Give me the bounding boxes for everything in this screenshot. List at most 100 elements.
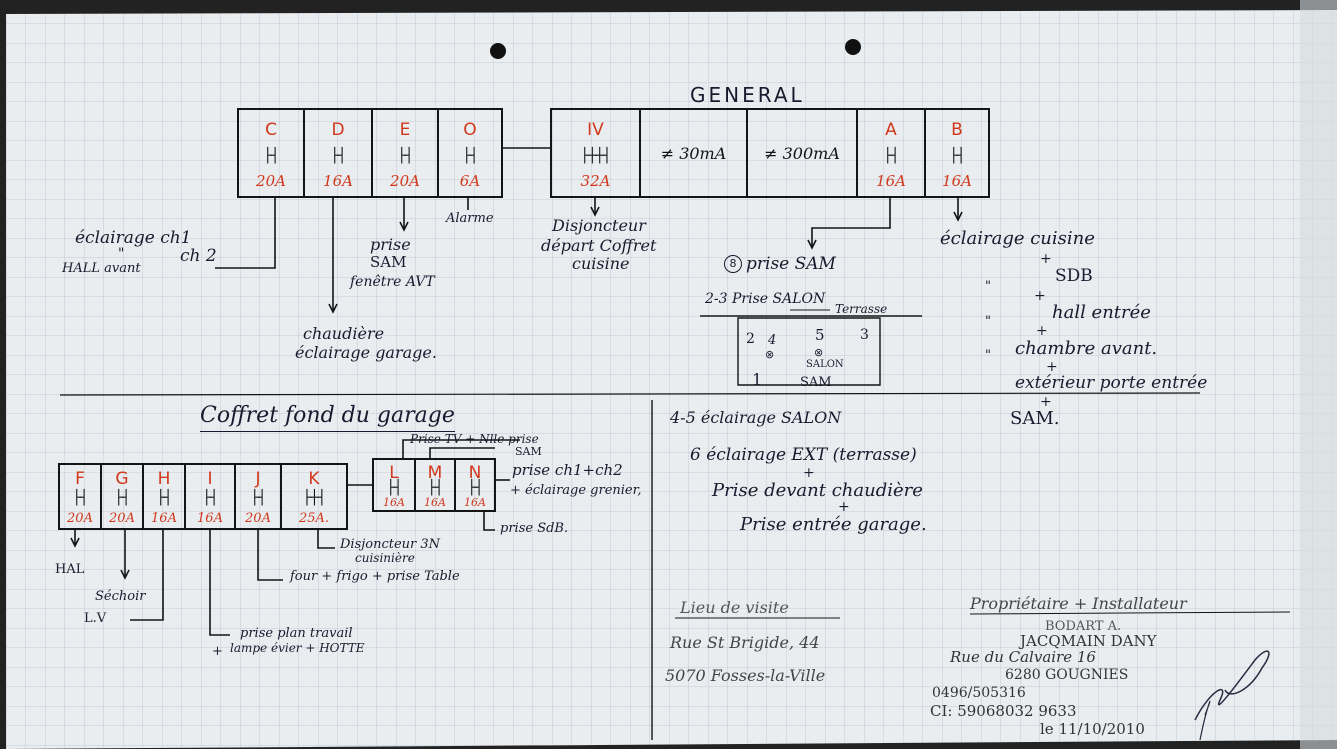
coffret-l-note-2: + éclairage grenier, [510,483,642,498]
breaker-letter: E [399,120,411,140]
note-c-ditto: " [118,246,125,262]
differential-30ma: ≠ 30mA [660,144,727,163]
coffret-i-plus: + [212,644,223,659]
breaker-amp: 20A [256,172,286,190]
breaker-amp: 20A [245,511,271,526]
general-cell-iv: IV ├┼┼┤ 32A [550,108,641,198]
salon-line-7: Prise devant chaudière [712,480,923,501]
differential-300ma: ≠ 300mA [764,144,840,163]
breaker-amp: 16A [323,172,353,190]
note-b-plus-2: + [1034,288,1046,304]
coffret-cell-f: F ├┤ 20A [58,463,102,530]
note-b-ditto-2: " [985,314,991,329]
coffret-n-note: prise SdB. [500,521,569,536]
salon-n5: 5 [815,326,825,344]
note-iv-1: Disjoncteur [552,216,646,235]
breaker-symbol: ├┤ [250,490,267,506]
breaker-symbol: ├┤ [883,148,900,164]
breaker-amp: 16A [424,496,446,509]
note-c-line2: ch 2 [180,246,217,266]
salon-room: SALON [806,359,844,370]
salon-label-23: 2-3 Prise SALON [705,291,826,307]
breaker-amp: 25A. [298,511,330,526]
salon-line-8: Prise entrée garage. [740,514,927,535]
note-iv-3: cuisine [572,254,630,273]
breaker-letter: J [255,469,261,489]
coffret-f-note: HAL [55,562,85,577]
salon-plus-2: + [838,499,850,515]
breaker-symbol: ├┤ [397,148,414,164]
salon-line-45: 4-5 éclairage SALON [670,408,842,427]
punch-hole-left [490,43,506,59]
salon-terrasse: Terrasse [835,302,888,316]
breaker-letter: N [468,463,482,483]
salon-sam: SAM [800,375,832,390]
coffret-g-note: Séchoir [95,589,146,604]
coffret-sub-cell-n: N ├┤ 16A [454,458,496,512]
breaker-amp: 32A [580,172,611,190]
coffret-h-note: L.V [84,611,107,626]
coffret-cell-g: G ├┤ 20A [100,463,144,530]
salon-n1: 1 [752,370,763,389]
circle-8-icon: 8 [724,255,742,273]
note-d-1: chaudière [303,324,385,343]
coffret-j-note: four + frigo + prise Table [290,569,460,584]
lieu-title: Lieu de visite [680,598,789,617]
note-b-1: éclairage cuisine [940,228,1095,249]
coffret-i-note-2: lampe évier + HOTTE [230,641,365,655]
light-point-icon: ⊗ [765,348,775,361]
note-a-1: prise SAM [746,254,836,274]
breaker-letter: D [331,120,345,140]
note-b-6: SAM. [1010,408,1060,429]
box-cell-c: C ├┤ 20A [237,108,305,198]
breaker-letter: I [207,469,213,489]
breaker-letter: B [951,120,963,140]
salon-line-6: 6 éclairage EXT (terrasse) [690,445,917,465]
breaker-symbol: ├┤ [462,148,479,164]
prop-line-4: 6280 GOUGNIES [1005,667,1129,683]
note-b-2: SDB [1055,266,1093,286]
breaker-amp: 20A [67,511,93,526]
note-e-1: prise [370,235,411,254]
box-cell-d: D ├┤ 16A [303,108,373,198]
general-cell-b: B ├┤ 16A [924,108,990,198]
prop-line-7: le 11/10/2010 [1040,720,1145,738]
breaker-letter: F [75,469,85,489]
light-point-icon: ⊗ [814,346,824,359]
note-b-plus-5: + [1040,394,1052,410]
breaker-letter: A [885,120,897,140]
breaker-symbol: ├┤ [949,148,966,164]
breaker-symbol: ├┤ [427,480,444,496]
breaker-letter: L [389,463,399,483]
breaker-letter: IV [587,120,604,140]
breaker-letter: O [463,120,477,140]
lieu-line-1: Rue St Brigide, 44 [670,633,820,652]
breaker-symbol: ├┼┼┤ [580,148,612,164]
coffret-l-note-1: prise ch1+ch2 [512,461,623,479]
breaker-amp: 16A [197,511,223,526]
breaker-symbol: ├┤ [72,490,89,506]
general-cell-30ma: ≠ 30mA [639,108,748,198]
note-b-plus-1: + [1040,251,1052,267]
general-title: GENERAL [690,83,805,107]
note-e-3: fenêtre AVT [350,274,435,290]
prop-line-2: JACQMAIN DANY [1020,632,1157,650]
punch-hole-right [845,39,861,55]
coffret-sub-cell-l: L ├┤ 16A [372,458,416,512]
coffret-top-note-2: SAM [515,445,542,458]
note-o-1: Alarme [446,211,494,226]
coffret-sub-cell-m: M ├┤ 16A [414,458,456,512]
breaker-symbol: ├┼┤ [302,490,326,506]
coffret-cell-i: I ├┤ 16A [184,463,236,530]
note-c-line3: HALL avant [62,261,141,276]
breaker-letter: M [427,463,443,483]
salon-n4: 4 [768,333,777,348]
note-b-4: chambre avant. [1015,338,1158,359]
breaker-symbol: ├┤ [202,490,219,506]
box-cell-o: O ├┤ 6A [437,108,503,198]
breaker-symbol: ├┤ [114,490,131,506]
breaker-symbol: ├┤ [467,480,484,496]
breaker-amp: 16A [383,496,405,509]
breaker-symbol: ├┤ [156,490,173,506]
